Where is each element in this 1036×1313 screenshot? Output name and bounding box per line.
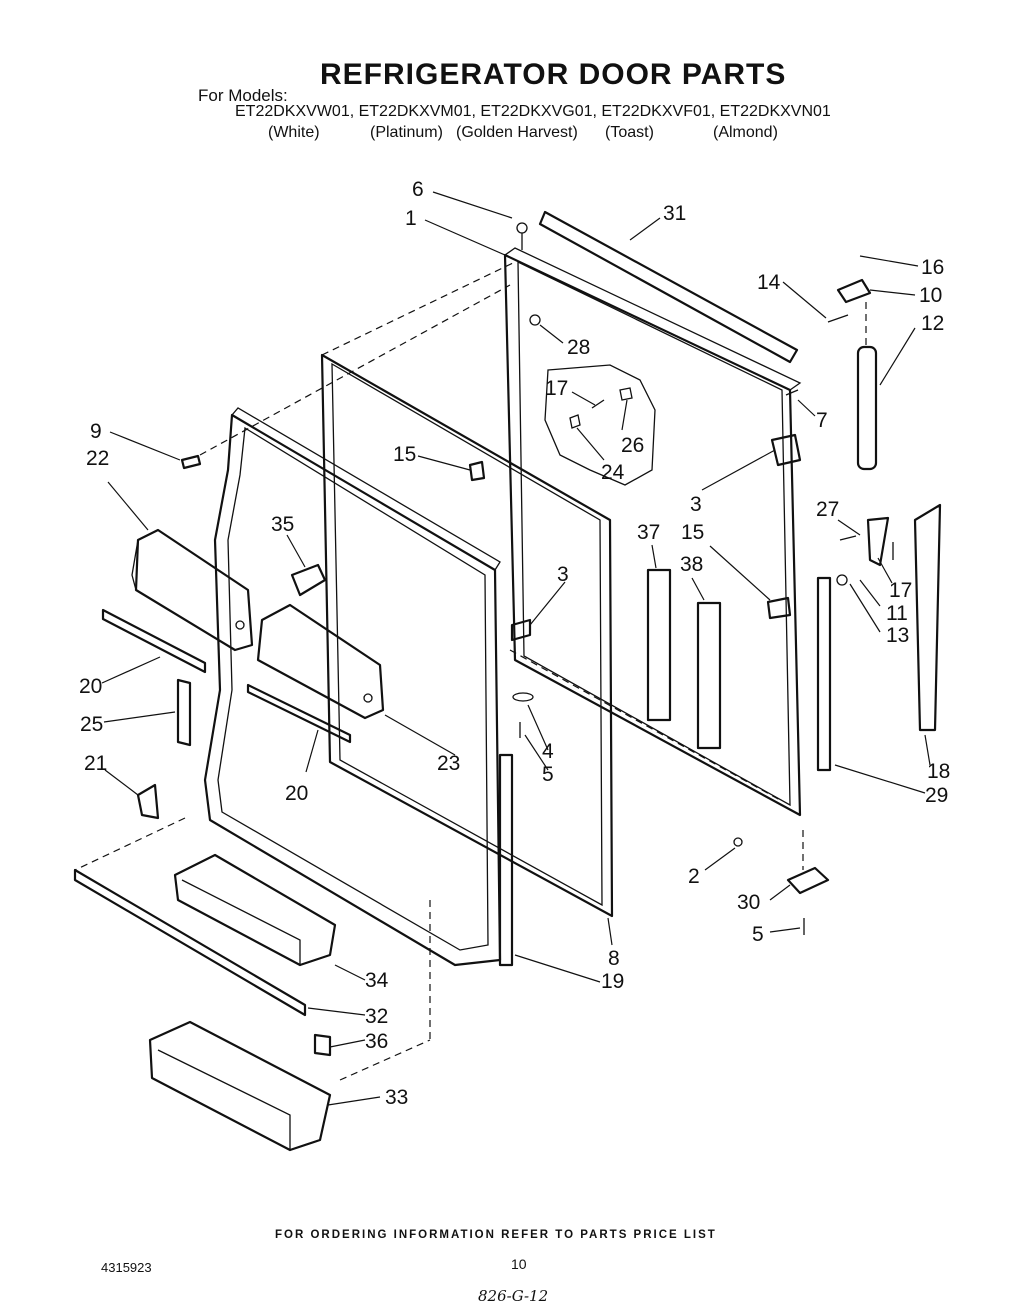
door-handle bbox=[856, 345, 878, 471]
callout-32: 32 bbox=[365, 1005, 388, 1028]
callout-5: 5 bbox=[542, 763, 554, 786]
shelf-bracket bbox=[136, 783, 160, 820]
callout-numbers: 6 1 31 16 14 10 12 28 17 26 24 7 9 22 15… bbox=[79, 178, 950, 1109]
side-handle-trim bbox=[816, 576, 832, 772]
callout-3: 3 bbox=[557, 563, 569, 586]
callout-22: 22 bbox=[86, 447, 109, 470]
page-number: 10 bbox=[511, 1256, 527, 1272]
document-number: 4315923 bbox=[101, 1260, 152, 1275]
callout-10: 10 bbox=[919, 284, 942, 307]
callout-1: 1 bbox=[405, 207, 417, 230]
color-label: (Platinum) bbox=[370, 124, 443, 141]
door-bin bbox=[173, 853, 337, 967]
callout-21: 21 bbox=[84, 752, 107, 775]
top-trim bbox=[538, 210, 799, 364]
callout-36: 36 bbox=[365, 1030, 388, 1053]
leader-lines bbox=[101, 191, 931, 1106]
outer-door-panel bbox=[503, 222, 802, 817]
shelf-bar bbox=[73, 868, 307, 1017]
callout-4: 4 bbox=[542, 740, 554, 763]
callout-17: 17 bbox=[889, 579, 912, 602]
callout-17: 17 bbox=[545, 377, 568, 400]
callout-28: 28 bbox=[567, 336, 590, 359]
cutaway-detail bbox=[544, 364, 656, 486]
door-shelf-rail bbox=[246, 683, 352, 744]
callout-20: 20 bbox=[285, 782, 308, 805]
vertical-trim bbox=[498, 753, 514, 967]
callout-15: 15 bbox=[393, 443, 416, 466]
for-models-label: For Models: bbox=[198, 86, 288, 105]
dairy-shelf-rail bbox=[101, 608, 207, 674]
callout-3: 3 bbox=[690, 493, 702, 516]
hinge-bracket bbox=[866, 516, 890, 567]
callout-35: 35 bbox=[271, 513, 294, 536]
dairy-hinge bbox=[176, 678, 192, 747]
callout-23: 23 bbox=[437, 752, 460, 775]
callout-33: 33 bbox=[385, 1086, 408, 1109]
callout-8: 8 bbox=[608, 947, 620, 970]
callout-15: 15 bbox=[681, 521, 704, 544]
callout-20: 20 bbox=[79, 675, 102, 698]
callout-6: 6 bbox=[412, 178, 424, 201]
bar-clip bbox=[313, 1033, 332, 1057]
large-door-bin bbox=[148, 1020, 332, 1152]
ordering-note: FOR ORDERING INFORMATION REFER TO PARTS … bbox=[275, 1229, 717, 1241]
callout-19: 19 bbox=[601, 970, 624, 993]
color-label: (White) bbox=[268, 124, 320, 141]
callout-38: 38 bbox=[680, 553, 703, 576]
callout-7: 7 bbox=[816, 409, 828, 432]
callout-27: 27 bbox=[816, 498, 839, 521]
callout-24: 24 bbox=[601, 461, 625, 484]
side-trim-strip bbox=[913, 503, 942, 732]
callout-30: 30 bbox=[737, 891, 760, 914]
door-liner bbox=[203, 407, 502, 967]
callout-29: 29 bbox=[925, 784, 948, 807]
handwritten-code: 826-G-12 bbox=[478, 1287, 549, 1305]
callout-5: 5 bbox=[752, 923, 764, 946]
foam-strip-38 bbox=[696, 601, 722, 750]
foam-strip-37 bbox=[646, 568, 672, 722]
callout-25: 25 bbox=[80, 713, 103, 736]
handle-cap-top bbox=[836, 278, 872, 304]
callout-13: 13 bbox=[886, 624, 909, 647]
retainer-clip bbox=[290, 563, 327, 597]
color-label: (Golden Harvest) bbox=[456, 124, 578, 141]
bottom-hinge bbox=[786, 866, 830, 895]
callout-9: 9 bbox=[90, 420, 102, 443]
callout-16: 16 bbox=[921, 256, 944, 279]
model-numbers: ET22DKXVW01, ET22DKXVM01, ET22DKXVG01, E… bbox=[235, 103, 831, 120]
callout-12: 12 bbox=[921, 312, 944, 335]
callout-14: 14 bbox=[757, 271, 781, 294]
dairy-door bbox=[131, 528, 254, 652]
callout-26: 26 bbox=[621, 434, 644, 457]
callout-34: 34 bbox=[365, 969, 389, 992]
door-gasket bbox=[320, 353, 614, 918]
callout-31: 31 bbox=[663, 202, 686, 225]
color-label: (Toast) bbox=[605, 124, 654, 141]
alignment-lines bbox=[74, 261, 867, 1081]
callout-18: 18 bbox=[927, 760, 950, 783]
page-title: REFRIGERATOR DOOR PARTS bbox=[320, 58, 787, 91]
callout-11: 11 bbox=[886, 602, 908, 625]
color-label: (Almond) bbox=[713, 124, 778, 141]
butter-door bbox=[256, 603, 385, 720]
small-hardware bbox=[180, 314, 894, 935]
callout-37: 37 bbox=[637, 521, 660, 544]
callout-2: 2 bbox=[688, 865, 700, 888]
